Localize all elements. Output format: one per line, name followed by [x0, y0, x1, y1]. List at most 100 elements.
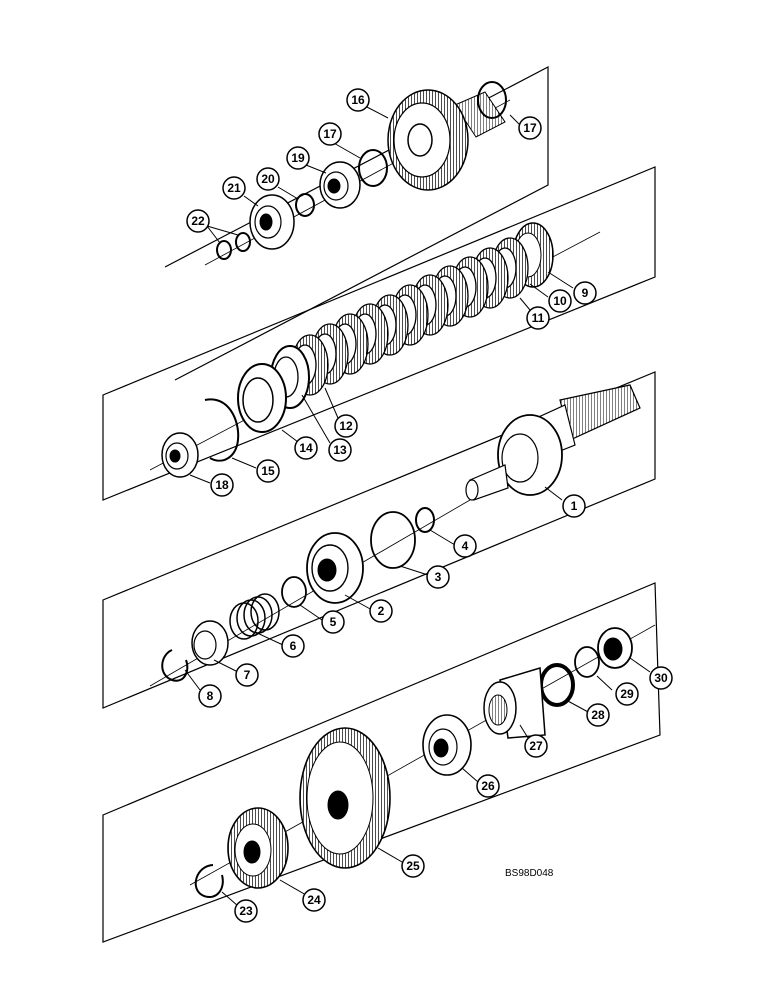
svg-text:21: 21: [227, 181, 241, 195]
snap-ring-23: [194, 864, 224, 898]
callout-24: 24: [302, 888, 326, 912]
gear-25: [299, 727, 391, 869]
svg-text:16: 16: [351, 93, 365, 107]
svg-text:28: 28: [591, 708, 605, 722]
panel-frame-top: [164, 66, 549, 381]
callout-17-right: 17: [518, 116, 542, 140]
svg-text:5: 5: [330, 615, 337, 629]
ring-22-a: [235, 232, 251, 252]
snap-ring-15: [204, 398, 240, 462]
callout-13: 13: [328, 438, 352, 462]
svg-text:6: 6: [290, 639, 297, 653]
callout-2: 2: [369, 599, 393, 623]
gear-16: [387, 89, 506, 191]
ring-5: [281, 576, 307, 608]
callout-27: 27: [524, 734, 548, 758]
callout-16: 16: [346, 88, 370, 112]
callout-15: 15: [256, 459, 280, 483]
callout-18: 18: [210, 473, 234, 497]
middle-panel-parts: [161, 507, 435, 682]
nut-30: [597, 627, 633, 669]
callout-4: 4: [453, 534, 477, 558]
bearing-21: [249, 194, 295, 250]
top-panel-parts: [216, 81, 507, 260]
bearing-19: [319, 161, 361, 209]
callout-8: 8: [198, 684, 222, 708]
bearing-18: [161, 432, 199, 478]
ring-4: [415, 507, 435, 533]
piston-14: [237, 363, 287, 433]
callout-23: 23: [234, 899, 258, 923]
callout-19: 19: [286, 146, 310, 170]
svg-text:23: 23: [239, 904, 253, 918]
svg-text:8: 8: [207, 689, 214, 703]
svg-text:20: 20: [261, 172, 275, 186]
leader-lines: [184, 105, 651, 907]
callout-10: 10: [548, 289, 572, 313]
upper-panel-parts: [161, 222, 554, 478]
svg-text:24: 24: [307, 893, 321, 907]
svg-text:9: 9: [582, 286, 589, 300]
snap-ring-17-right: [477, 81, 507, 119]
svg-text:17: 17: [323, 127, 337, 141]
svg-text:4: 4: [462, 539, 469, 553]
svg-text:13: 13: [333, 443, 347, 457]
bearing-26: [422, 714, 472, 776]
svg-text:7: 7: [244, 668, 251, 682]
callout-1: 1: [562, 494, 586, 518]
svg-text:25: 25: [406, 859, 420, 873]
svg-text:12: 12: [339, 419, 353, 433]
hub-2: [306, 532, 364, 604]
callout-21: 21: [222, 176, 246, 200]
gear-24: [227, 807, 289, 889]
callout-12: 12: [334, 414, 358, 438]
lower-panel-parts: [194, 627, 633, 898]
callout-20: 20: [256, 167, 280, 191]
ring-3: [370, 511, 416, 569]
panel-frame-upper: [102, 166, 656, 501]
callout-14: 14: [294, 436, 318, 460]
snap-ring-8: [161, 649, 189, 682]
panel-frames: [102, 66, 661, 943]
callout-17-left: 17: [318, 122, 342, 146]
callout-9: 9: [573, 281, 597, 305]
callout-5: 5: [321, 610, 345, 634]
callout-30: 30: [649, 666, 673, 690]
svg-text:17: 17: [523, 121, 537, 135]
svg-text:11: 11: [532, 311, 545, 325]
callout-29: 29: [615, 682, 639, 706]
callout-7: 7: [235, 663, 259, 687]
ring-22-b: [216, 240, 232, 260]
svg-text:19: 19: [291, 151, 305, 165]
callout-6: 6: [281, 634, 305, 658]
callout-11: 11: [526, 306, 550, 330]
figure-code: BS98D048: [505, 868, 554, 879]
washer-20: [295, 193, 315, 217]
callouts: 16 17 17 19 20 21 22 9 10 11 12 13 14 15…: [186, 88, 673, 923]
yoke-27: [483, 667, 546, 739]
spring-6: [229, 593, 280, 640]
callout-26: 26: [476, 774, 500, 798]
callout-3: 3: [426, 565, 450, 589]
callout-22: 22: [186, 209, 210, 233]
svg-text:22: 22: [191, 214, 205, 228]
callout-28: 28: [586, 703, 610, 727]
o-ring-28: [539, 663, 575, 707]
svg-text:27: 27: [529, 739, 543, 753]
panel-frame-lower: [102, 582, 661, 943]
svg-text:18: 18: [215, 478, 229, 492]
washer-29: [574, 646, 600, 678]
svg-text:30: 30: [654, 671, 668, 685]
svg-text:29: 29: [620, 687, 634, 701]
clutch-discs: [270, 237, 529, 409]
snap-ring-17-left: [358, 149, 388, 187]
svg-text:15: 15: [261, 464, 275, 478]
svg-text:26: 26: [481, 779, 495, 793]
svg-text:3: 3: [435, 570, 442, 584]
svg-text:10: 10: [553, 294, 567, 308]
svg-text:14: 14: [299, 441, 313, 455]
shaft-1: [465, 384, 641, 501]
svg-text:1: 1: [571, 499, 578, 513]
retainer-7: [191, 620, 229, 666]
